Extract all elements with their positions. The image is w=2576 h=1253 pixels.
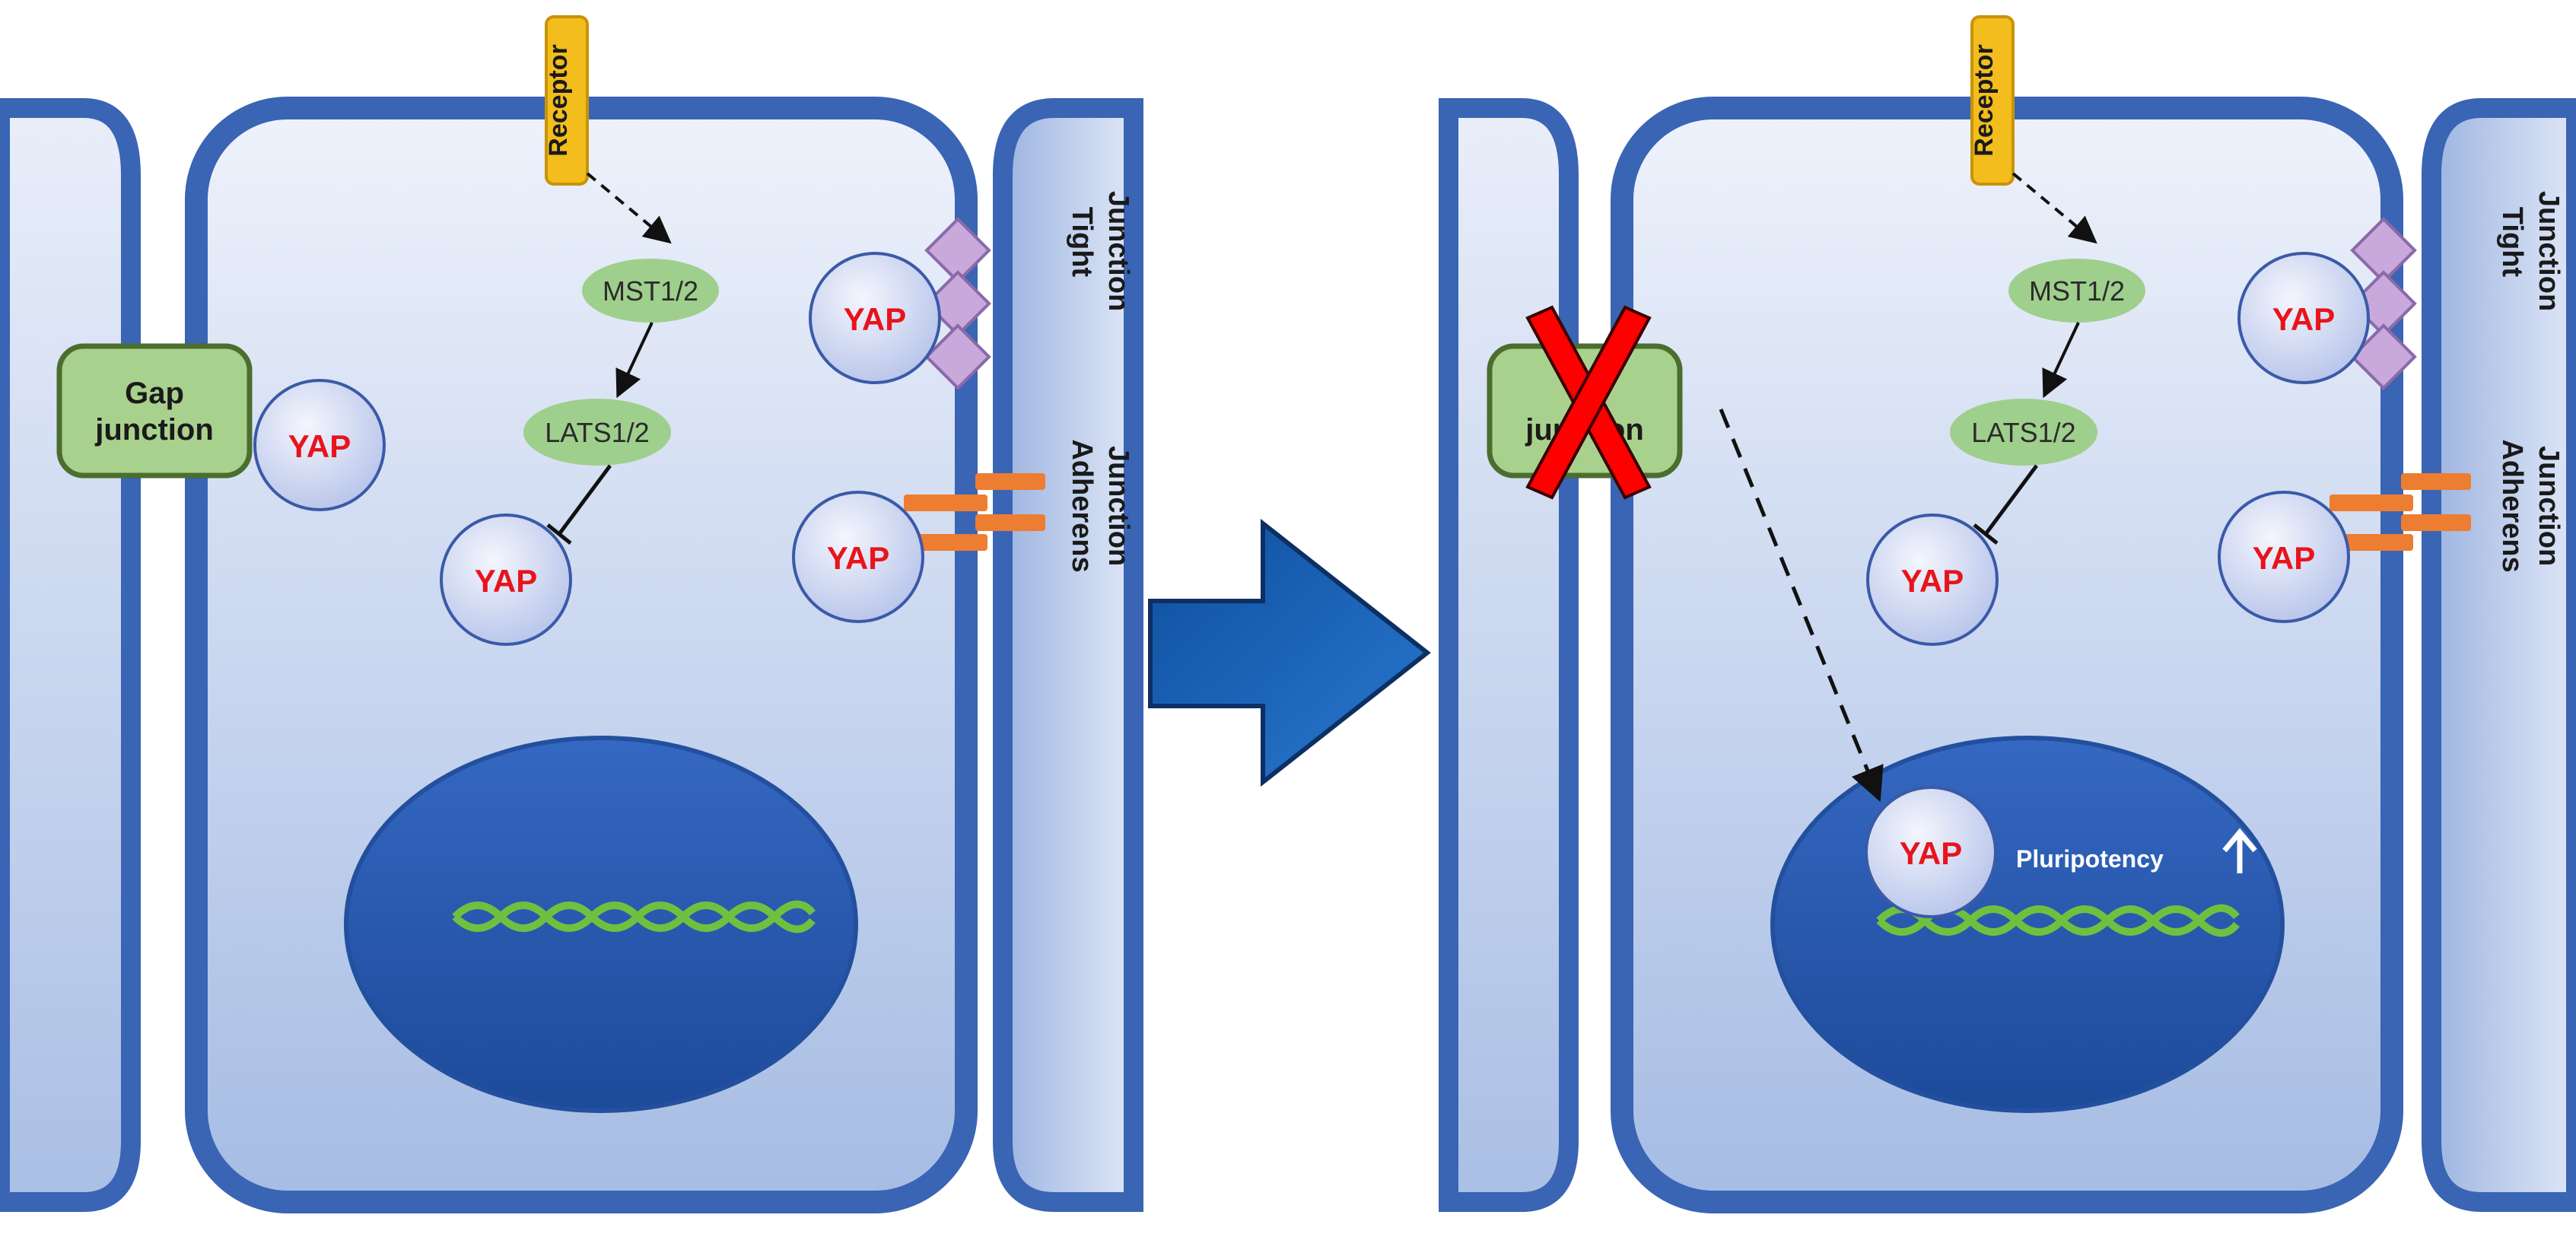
yap-tight-junction <box>809 252 941 384</box>
mst-label: MST1/2 <box>603 275 698 307</box>
receptor-icon: Receptor <box>544 15 589 186</box>
yap-tight-junction-after <box>2237 252 2370 384</box>
yap-cytoplasm-after <box>1866 514 1999 646</box>
lats-inhibits-yap <box>546 464 612 545</box>
tight-junction-label-2-after: Junction <box>2533 191 2565 311</box>
cross-mark-icon <box>1525 305 1652 500</box>
lats-label: LATS1/2 <box>545 417 649 448</box>
yap-nucleus-label: YAP <box>1900 835 1963 871</box>
gap-junction-label-1: Gap <box>125 377 184 410</box>
tight-junction-icon <box>924 217 991 390</box>
lats-node-after <box>1950 399 2097 466</box>
yap-adherens-junction-label-after: YAP <box>2253 540 2316 576</box>
receptor-icon-after: Receptor <box>1970 15 2015 186</box>
adherens-label-2-after: Junction <box>2533 446 2565 566</box>
lats-label-after: LATS1/2 <box>1971 417 2075 448</box>
lats-inhibits-yap-after <box>1973 464 2039 545</box>
yap-nucleus <box>1865 786 1997 918</box>
dna-helix-icon <box>452 900 816 933</box>
yap-gap-junction-label: YAP <box>288 428 351 464</box>
yap-tight-junction-label: YAP <box>844 301 907 337</box>
adherens-label-1-after: Adherens <box>2496 439 2528 572</box>
adherens-junction-icon-after <box>2330 473 2471 551</box>
pluripotency-label: Pluripotency <box>2016 845 2164 873</box>
neighbor-cell-left-after <box>1439 98 1579 1212</box>
tight-junction-label-1-after: Tight <box>2496 207 2528 278</box>
neighbor-cell-right-after <box>2422 98 2576 1212</box>
neighbor-cell-left <box>0 98 141 1212</box>
adherens-label-2: Junction <box>1102 446 1134 566</box>
yap-adherens-junction-label: YAP <box>827 540 890 576</box>
neighbor-cell-right <box>993 98 1143 1212</box>
yap-tight-junction-label-after: YAP <box>2272 301 2336 337</box>
mst-to-lats-arrow <box>615 322 654 399</box>
receptor-label-after: Receptor <box>1970 44 1999 156</box>
panel-before: Receptor MST1/2 LATS1/2 YAP Gap junction… <box>0 15 1143 1213</box>
up-arrow-icon <box>2222 828 2257 873</box>
lats-node <box>523 399 671 466</box>
adherens-label-1: Adherens <box>1066 439 1098 572</box>
mst-node <box>582 259 719 323</box>
gap-to-nucleus-arrow <box>1719 409 1884 803</box>
yap-cytoplasm-label: YAP <box>475 563 538 599</box>
receptor-label: Receptor <box>544 44 573 156</box>
mst-label-after: MST1/2 <box>2029 275 2125 307</box>
gap-junction <box>56 343 253 479</box>
mst-to-lats-arrow-after <box>2042 322 2080 399</box>
tight-junction-label-1: Tight <box>1066 207 1098 278</box>
adherens-junction-icon <box>904 473 1045 551</box>
yap-adherens-junction <box>792 491 924 623</box>
transition-arrow-icon <box>1148 518 1431 787</box>
gap-junction-label-2: junction <box>94 413 214 447</box>
yap-cytoplasm <box>440 514 572 646</box>
panel-after: YAP Pluripotency Receptor MST1/2 LATS1/2… <box>1439 15 2576 1213</box>
yap-adherens-junction-after <box>2218 491 2350 623</box>
yap-gap-junction <box>253 379 386 511</box>
mst-node-after <box>2008 259 2145 323</box>
tight-junction-label-2: Junction <box>1102 191 1134 311</box>
yap-cytoplasm-label-after: YAP <box>1901 563 1964 599</box>
